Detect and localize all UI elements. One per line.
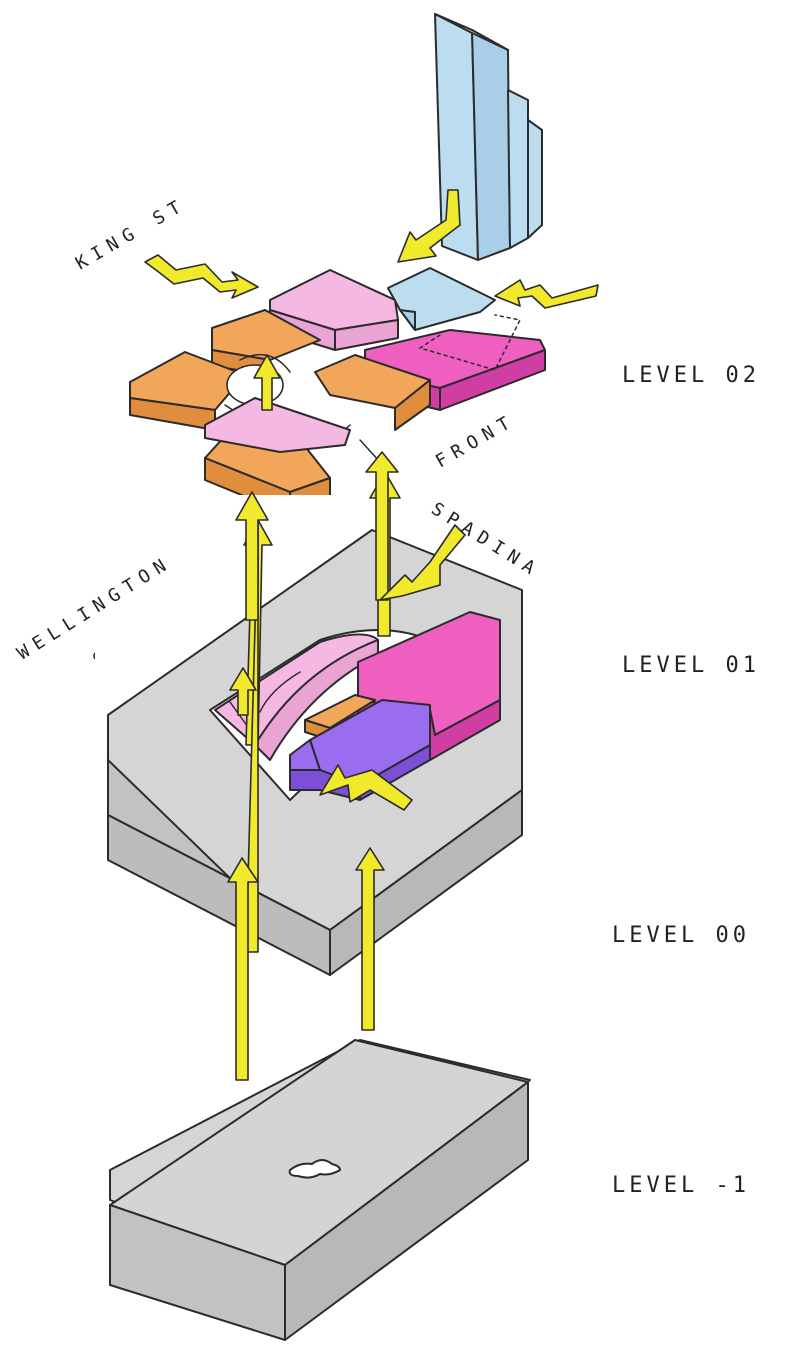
arrow-up-02: [253, 354, 281, 411]
street-king-st: KING ST: [72, 194, 191, 275]
arrow-up-00-right: [365, 451, 399, 601]
arrow-up-00-left: [245, 517, 259, 953]
label-level-01: LEVEL 01: [622, 653, 760, 678]
arrow-up-m1-right: [355, 847, 385, 1031]
circulation-arrows: [144, 189, 599, 1081]
arrow-entry-00: [319, 764, 413, 811]
arrow-up-00-left-b: [235, 491, 269, 621]
tower: [434, 13, 543, 261]
car-icon: [288, 1159, 341, 1179]
arrow-up-m1-left: [227, 857, 259, 1081]
label-level-00: LEVEL 00: [612, 923, 750, 948]
label-level-m1: LEVEL -1: [612, 1173, 750, 1198]
arrow-king-st: [144, 254, 259, 299]
level-02-massing: [129, 267, 546, 516]
arrow-diagonal-00: [379, 524, 466, 601]
arrow-east-02: [494, 279, 599, 309]
label-level-02: LEVEL 02: [622, 363, 760, 388]
arrow-up-00-inner: [229, 667, 257, 716]
arrow-tower: [397, 189, 461, 263]
street-front: FRONT: [432, 410, 520, 473]
level-minus-1: [109, 1039, 531, 1341]
